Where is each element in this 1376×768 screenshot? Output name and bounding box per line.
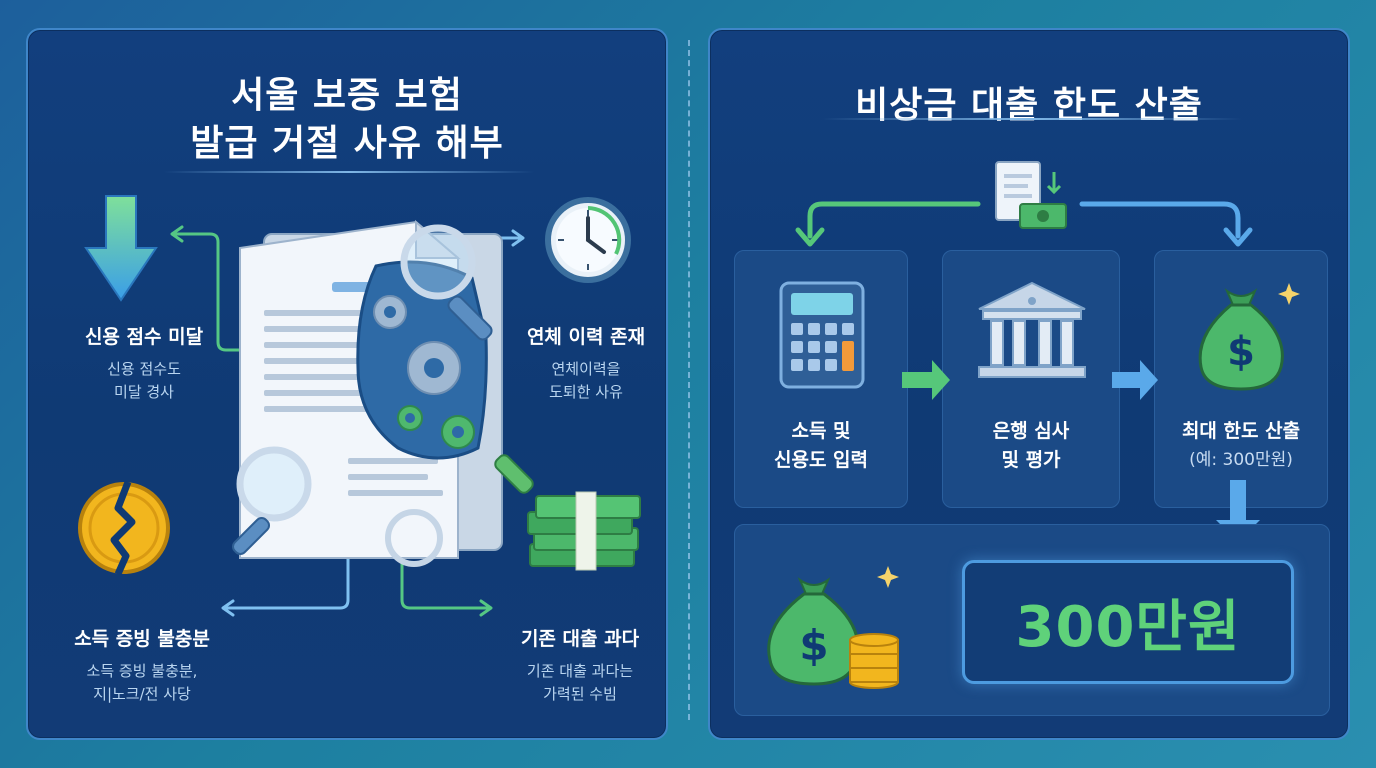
broken-coin-icon — [78, 480, 170, 576]
document-money-icon — [995, 161, 1067, 229]
flow-branch-arrows — [795, 201, 1253, 247]
rejection-reasons-panel: 서울 보증 보험 발급 거절 사유 해부 — [26, 28, 668, 740]
magnifier-icon — [400, 224, 493, 341]
reason-credit-score-desc: 신용 점수도 미달 경사 — [107, 360, 181, 401]
title-divider — [164, 171, 534, 173]
step-input-label: 소득 및 신용도 입력 — [773, 420, 868, 471]
result-box: 300만원 — [962, 560, 1294, 684]
reason-loans-title: 기존 대출 과다 — [520, 628, 640, 650]
step-card-review: 은행 심사 및 평가 — [942, 250, 1120, 508]
panel-divider — [688, 40, 690, 720]
clock-icon — [545, 197, 631, 283]
left-title-line-1: 서울 보증 보험 — [231, 75, 463, 116]
step-card-input: 소득 및 신용도 입력 — [734, 250, 908, 508]
right-title-divider — [822, 118, 1242, 120]
reason-overdue-title: 연체 이력 존재 — [526, 326, 646, 348]
reason-income-desc: 소득 증빙 불충분, 지|노크/전 사당 — [86, 662, 198, 703]
down-arrow-icon — [84, 195, 158, 302]
svg-text:$: $ — [1227, 329, 1255, 375]
reason-loans-desc: 기존 대출 과다는 가력된 수빔 — [526, 662, 634, 703]
left-title-line-2: 발급 거절 사유 해부 — [190, 123, 504, 164]
step-limit-label: 최대 한도 산출 (예: 300만원) — [1181, 420, 1301, 470]
step-review-label: 은행 심사 및 평가 — [992, 420, 1070, 471]
calculator-icon — [779, 281, 865, 389]
document-analysis-illustration — [239, 219, 503, 567]
left-panel-title: 서울 보증 보험 발급 거절 사유 해부 — [28, 72, 666, 168]
svg-text:$: $ — [799, 621, 828, 670]
loan-limit-panel: 비상금 대출 한도 산출 소득 및 신용도 — [708, 28, 1350, 740]
reason-income-title: 소득 증빙 불충분 — [74, 628, 210, 650]
magnifier-handle-icon — [494, 454, 534, 494]
reason-overdue-desc: 연체이력을 도퇴한 사유 — [549, 360, 623, 401]
cash-stack-icon — [527, 491, 641, 571]
reason-credit-score-title: 신용 점수 미달 — [84, 326, 204, 348]
bank-icon — [978, 281, 1086, 378]
result-amount: 300만원 — [1015, 594, 1241, 660]
money-bag-coins-icon: $ — [767, 566, 899, 689]
magnifier-small-icon — [231, 446, 312, 556]
money-bag-icon: $ — [1198, 283, 1300, 391]
